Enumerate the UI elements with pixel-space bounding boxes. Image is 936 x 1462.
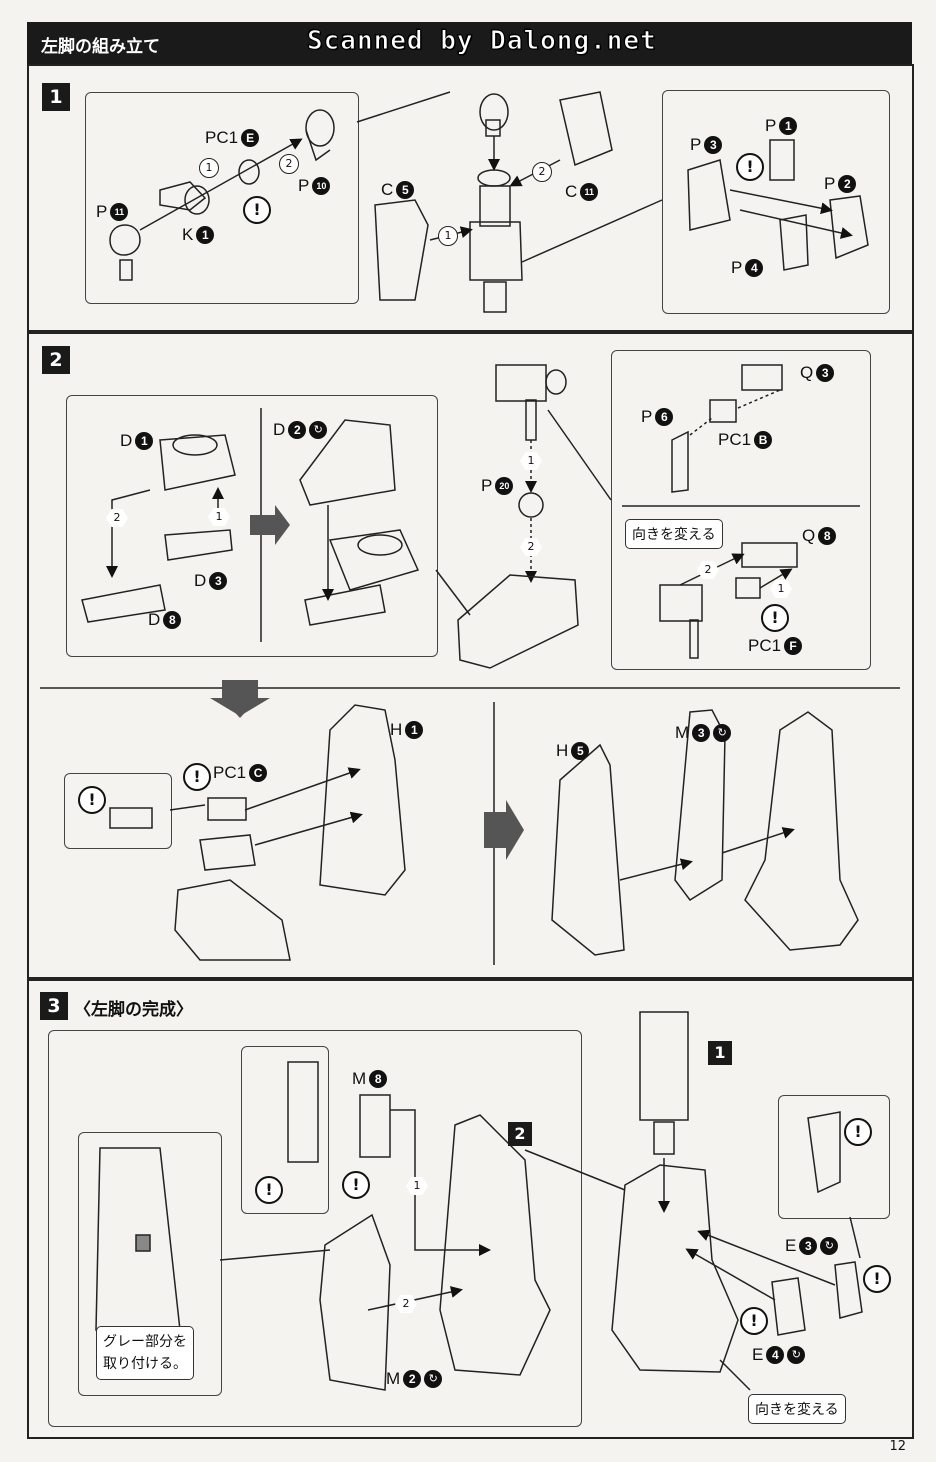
order-2: 2: [697, 561, 719, 579]
twist-icon: ↻: [424, 1370, 443, 1388]
callout-step-1: 1: [708, 1041, 732, 1065]
twist-icon: ↻: [713, 724, 732, 742]
warning-icon: !: [844, 1118, 872, 1146]
warning-icon: !: [863, 1265, 891, 1293]
order-1: 1: [199, 158, 219, 178]
gray-part-note: グレー部分を 取り付ける。: [96, 1326, 194, 1380]
step-1-number: 1: [42, 83, 70, 111]
twist-icon: ↻: [309, 421, 328, 439]
warning-icon: !: [736, 153, 764, 181]
warning-icon: !: [342, 1171, 370, 1199]
warning-icon: !: [761, 604, 789, 632]
scan-credit: Scanned by Dalong.net: [307, 26, 657, 57]
order-1: 1: [406, 1177, 428, 1195]
order-2: 2: [106, 509, 128, 527]
detail-box-2b: [611, 350, 871, 670]
step-2-number: 2: [42, 346, 70, 374]
twist-icon: ↻: [820, 1237, 839, 1255]
warn-box-pc1c: [64, 773, 172, 849]
step-3-frame: [27, 977, 914, 1439]
warning-icon: !: [183, 763, 211, 791]
page-number: 12: [889, 1439, 906, 1454]
turn-around-note: 向きを変える: [748, 1394, 846, 1424]
order-2: 2: [532, 162, 552, 182]
order-2: 2: [520, 538, 542, 556]
callout-step-2: 2: [508, 1122, 532, 1146]
order-2: 2: [279, 154, 299, 174]
turn-around-note: 向きを変える: [625, 519, 723, 549]
step-1-frame: [27, 64, 914, 334]
warning-icon: !: [255, 1176, 283, 1204]
detail-box-3d: [778, 1095, 890, 1219]
order-1: 1: [770, 580, 792, 598]
page-header: 左脚の組み立て Scanned by Dalong.net: [27, 22, 912, 64]
order-1: 1: [208, 508, 230, 526]
step-3-label: 〈左脚の完成〉: [74, 1000, 193, 1020]
step-3-number: 3: [40, 992, 68, 1020]
order-2: 2: [395, 1295, 417, 1313]
warning-icon: !: [78, 786, 106, 814]
detail-box-3a: [48, 1030, 582, 1427]
warning-icon: !: [740, 1307, 768, 1335]
order-1: 1: [438, 226, 458, 246]
step-2-frame: [27, 330, 914, 981]
detail-box-2a: [66, 395, 438, 657]
detail-box-3c: [78, 1132, 222, 1396]
warning-icon: !: [243, 196, 271, 224]
twist-icon: ↻: [787, 1346, 806, 1364]
order-1: 1: [520, 452, 542, 470]
page-title: 左脚の組み立て: [41, 37, 160, 57]
detail-box-1a: [85, 92, 359, 304]
detail-box-3b: [241, 1046, 329, 1214]
detail-box-1b: [662, 90, 890, 314]
